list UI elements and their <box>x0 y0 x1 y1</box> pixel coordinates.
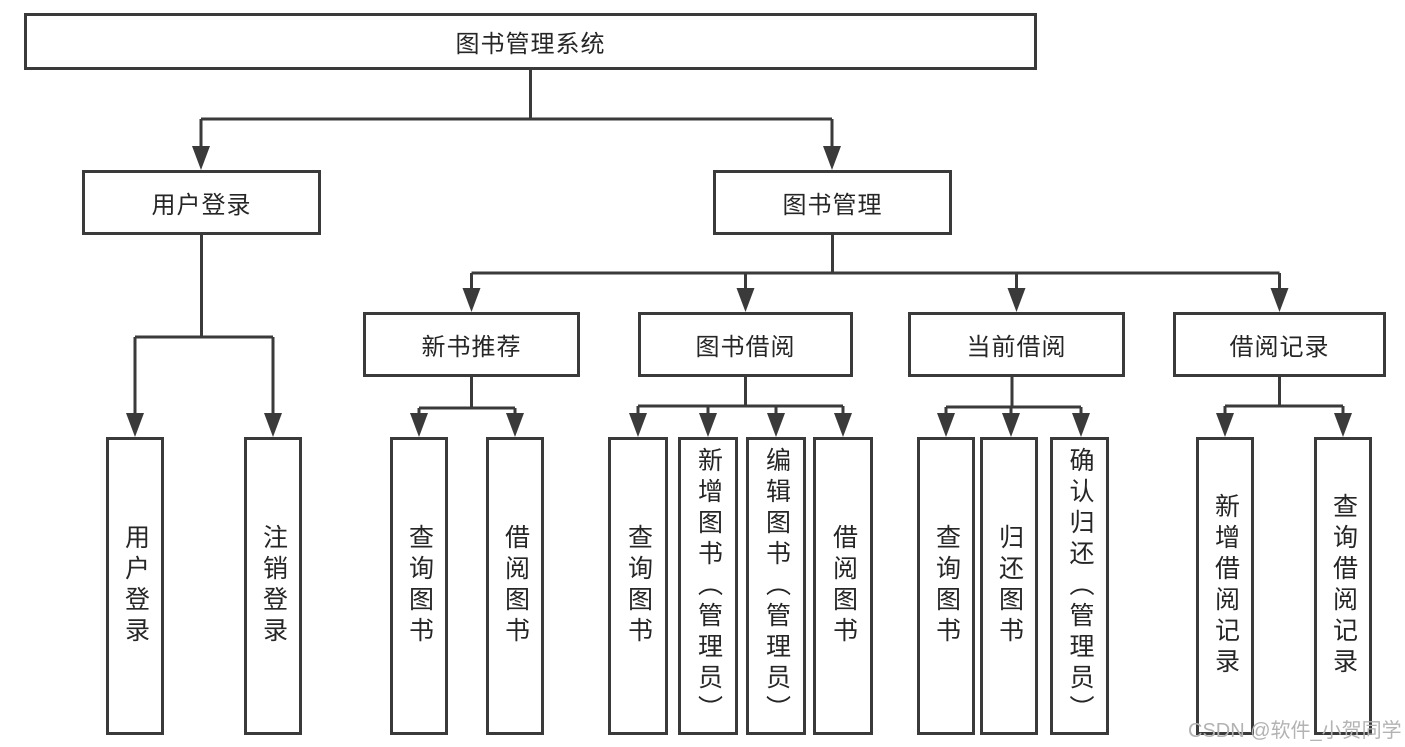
node-new-book-recommend: 新书推荐 <box>363 312 580 377</box>
leaf-query-borrow-record: 查询借阅记录 <box>1314 437 1372 735</box>
node-user-login: 用户登录 <box>82 170 321 235</box>
leaf-return-book-label: 归还图书 <box>995 524 1024 648</box>
node-book-borrow-label: 图书借阅 <box>695 334 796 361</box>
leaf-current-query-books-label: 查询图书 <box>932 524 961 648</box>
csdn-watermark: CSDN @软件_小贺同学 <box>1188 720 1402 742</box>
leaf-edit-book-admin: 编辑图书（管理员） <box>746 437 806 735</box>
leaf-add-book-admin-label: 新增图书（管理员） <box>694 446 723 726</box>
leaf-query-borrow-record-label: 查询借阅记录 <box>1329 493 1358 679</box>
leaf-borrow-books-label: 借阅图书 <box>829 524 858 648</box>
node-user-login-label: 用户登录 <box>151 192 252 219</box>
leaf-return-book: 归还图书 <box>980 437 1038 735</box>
leaf-logout-label: 注销登录 <box>259 524 288 648</box>
node-book-management-label: 图书管理 <box>782 192 883 219</box>
leaf-add-book-admin: 新增图书（管理员） <box>678 437 738 735</box>
leaf-borrow-query-books: 查询图书 <box>608 437 668 735</box>
node-library-system: 图书管理系统 <box>24 13 1037 70</box>
leaf-recommend-borrow-books-label: 借阅图书 <box>501 524 530 648</box>
leaf-edit-book-admin-label: 编辑图书（管理员） <box>762 446 791 726</box>
leaf-recommend-query-books: 查询图书 <box>390 437 448 735</box>
leaf-borrow-query-books-label: 查询图书 <box>624 524 653 648</box>
node-current-borrow: 当前借阅 <box>908 312 1125 377</box>
node-library-system-label: 图书管理系统 <box>455 31 606 58</box>
leaf-recommend-query-books-label: 查询图书 <box>405 524 434 648</box>
leaf-current-query-books: 查询图书 <box>917 437 975 735</box>
node-borrow-records-label: 借阅记录 <box>1229 334 1330 361</box>
leaf-add-borrow-record: 新增借阅记录 <box>1196 437 1254 735</box>
leaf-user-login: 用户登录 <box>106 437 164 735</box>
leaf-confirm-return-admin-label: 确认归还（管理员） <box>1066 446 1094 726</box>
node-current-borrow-label: 当前借阅 <box>966 334 1067 361</box>
leaf-add-borrow-record-label: 新增借阅记录 <box>1211 493 1240 679</box>
leaf-user-login-label: 用户登录 <box>121 524 150 648</box>
node-borrow-records: 借阅记录 <box>1173 312 1386 377</box>
leaf-borrow-books: 借阅图书 <box>813 437 873 735</box>
leaf-logout: 注销登录 <box>244 437 302 735</box>
node-book-management: 图书管理 <box>713 170 952 235</box>
leaf-confirm-return-admin: 确认归还（管理员） <box>1050 437 1109 735</box>
node-book-borrow: 图书借阅 <box>638 312 853 377</box>
node-new-book-recommend-label: 新书推荐 <box>421 334 522 361</box>
leaf-recommend-borrow-books: 借阅图书 <box>486 437 544 735</box>
